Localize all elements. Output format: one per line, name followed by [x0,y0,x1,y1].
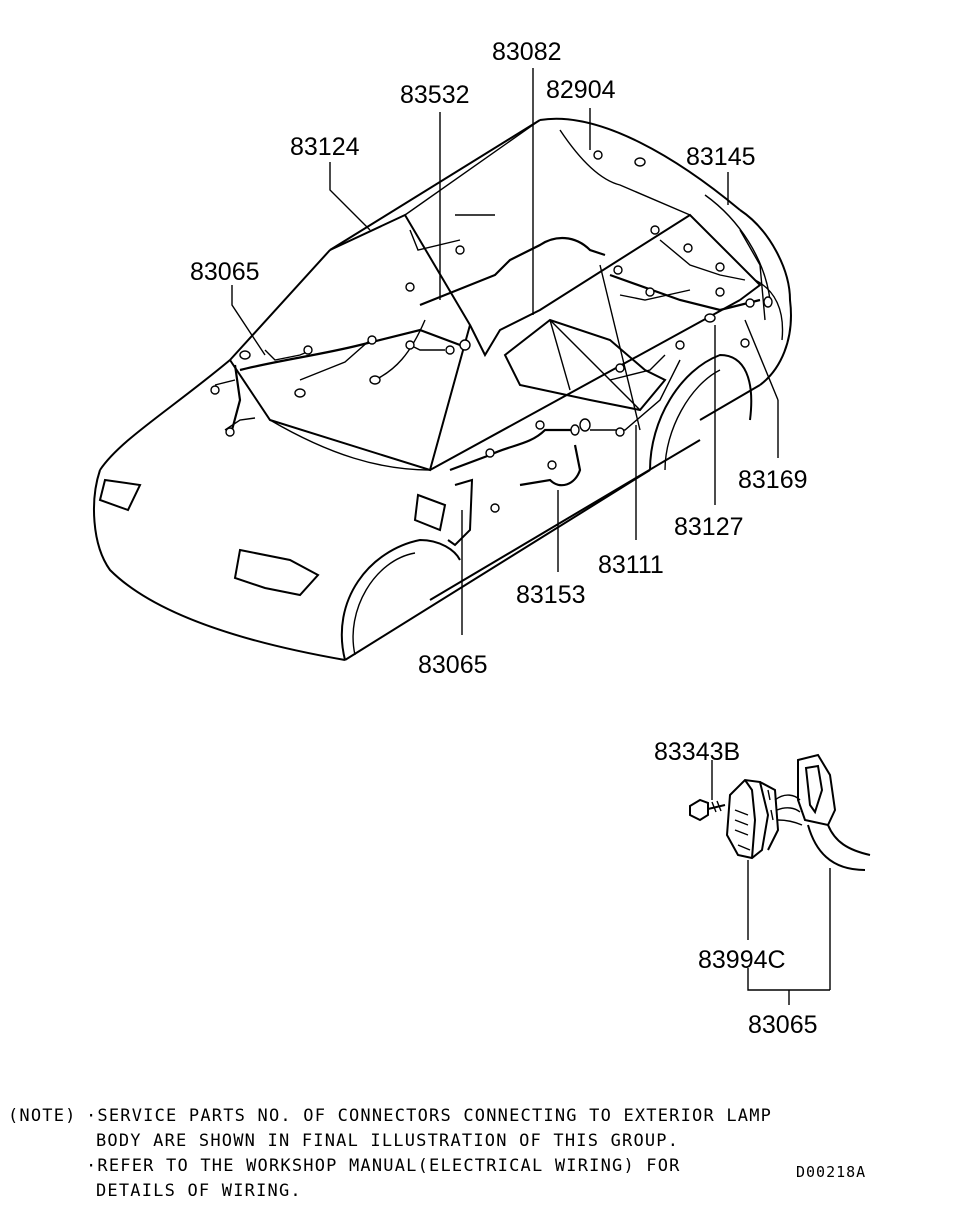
drawing-code: D00218A [796,1163,867,1181]
label-83153: 83153 [516,581,586,609]
note-prefix: (NOTE) [8,1106,77,1126]
note-line-4: DETAILS OF WIRING. [96,1181,302,1201]
car-body-outline [93,117,792,661]
connector-block-icon [725,778,780,860]
label-83994C: 83994C [698,946,786,974]
label-83065-left: 83065 [190,258,260,286]
label-83343B: 83343B [654,738,740,766]
label-83169: 83169 [738,466,808,494]
leader-lines [231,68,779,635]
label-82904: 82904 [546,76,616,104]
label-83127: 83127 [674,513,744,541]
label-83532: 83532 [400,81,470,109]
label-83065-detail: 83065 [748,1011,818,1039]
harness-clip-icon [774,753,871,871]
connectors [210,150,773,513]
connector-detail-inset [689,753,871,1005]
label-83124: 83124 [290,133,360,161]
bolt-icon [689,790,726,822]
label-83065-bottom: 83065 [418,651,488,679]
label-83145: 83145 [686,143,756,171]
note-line-2: BODY ARE SHOWN IN FINAL ILLUSTRATION OF … [96,1131,680,1151]
label-83082: 83082 [492,38,562,66]
note-line-3: ·REFER TO THE WORKSHOP MANUAL(ELECTRICAL… [86,1156,681,1176]
part-number-labels: 83082 83532 82904 83124 83145 83065 8316… [190,38,818,1039]
note-line-1: ·SERVICE PARTS NO. OF CONNECTORS CONNECT… [86,1106,773,1126]
label-83111: 83111 [598,551,664,579]
